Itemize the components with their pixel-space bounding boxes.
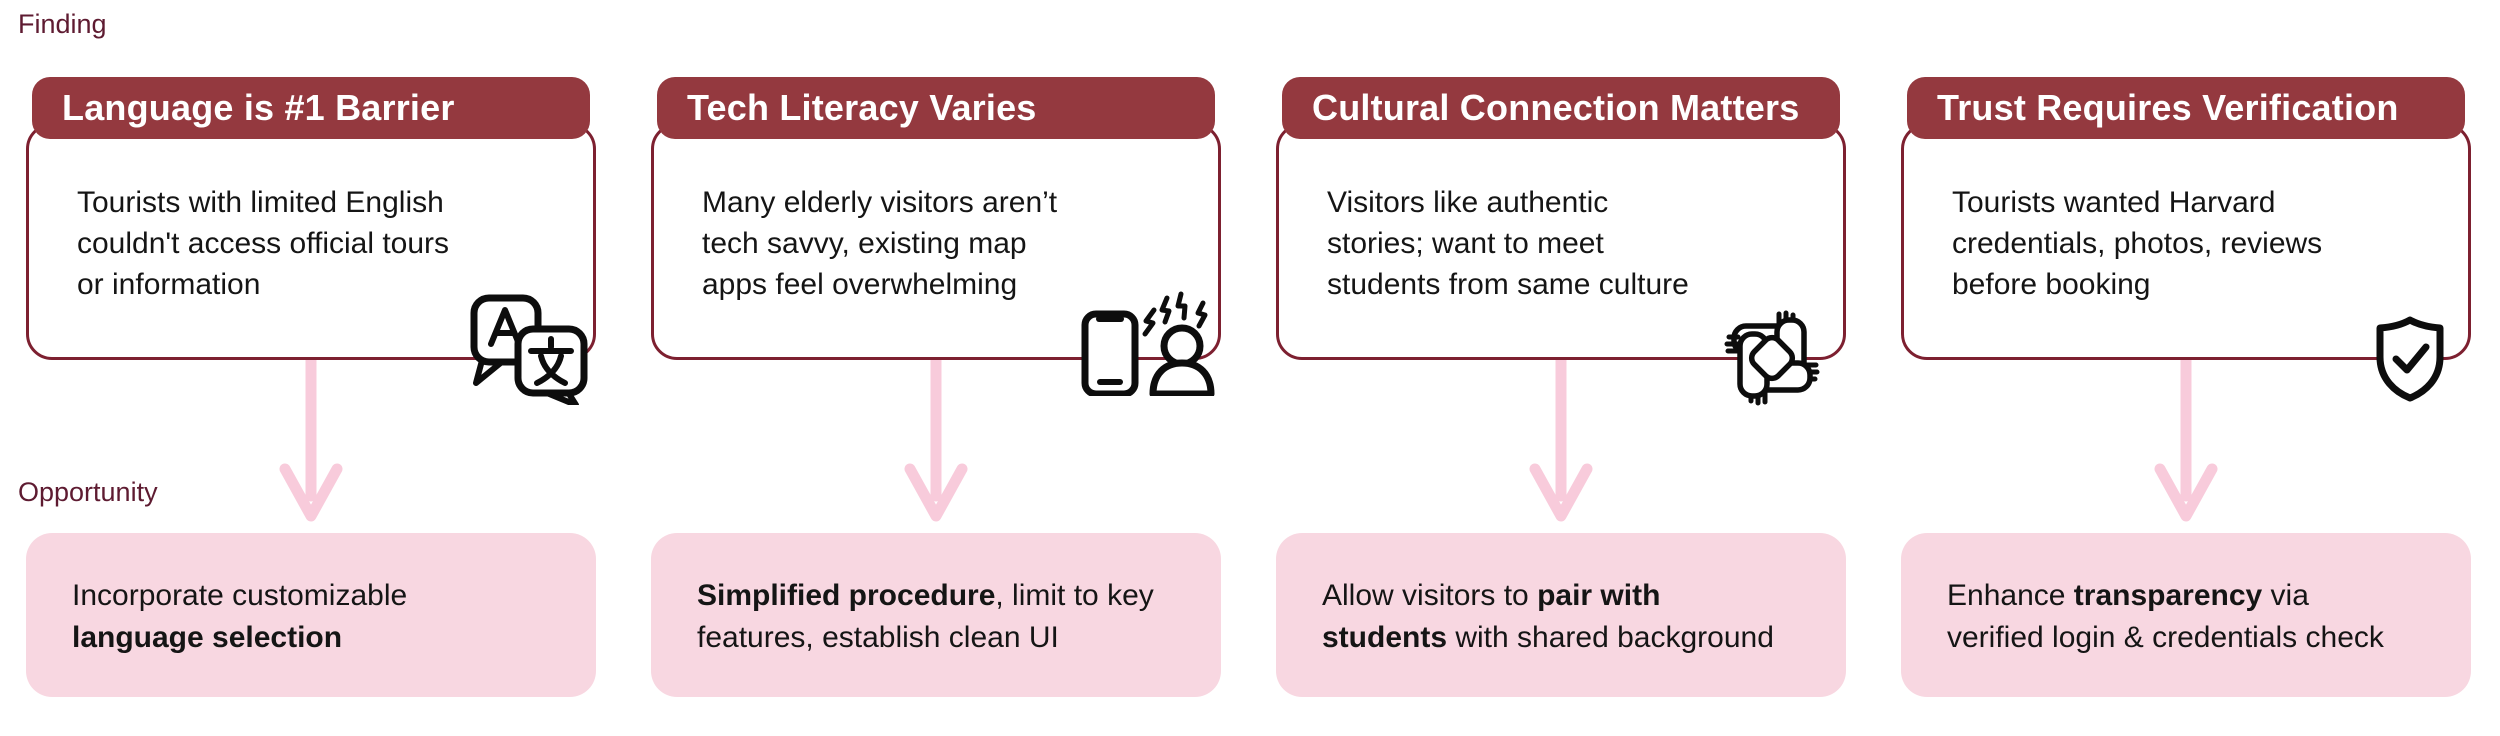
finding-card: Visitors like authentic stories; want to… [1276, 123, 1846, 360]
down-arrow [901, 350, 971, 530]
down-arrow [2151, 350, 2221, 530]
finding-title: Tech Literacy Varies [657, 77, 1215, 139]
finding-card: Tourists with limited English couldn't a… [26, 123, 596, 360]
finding-title: Cultural Connection Matters [1282, 77, 1840, 139]
confused-user-phone-icon [1077, 290, 1217, 396]
finding-title: Language is #1 Barrier [32, 77, 590, 139]
interlocked-hands-icon [1722, 308, 1822, 408]
column-language-barrier: Language is #1 Barrier Tourists with lim… [26, 77, 596, 697]
verified-shield-icon [2372, 315, 2448, 403]
column-trust-verification: Trust Requires Verification Tourists wan… [1901, 77, 2471, 697]
down-arrow [276, 350, 346, 530]
down-arrow [1526, 350, 1596, 530]
finding-row-label: Finding [18, 9, 107, 39]
opportunity-row-label: Opportunity [18, 477, 158, 507]
finding-title: Trust Requires Verification [1907, 77, 2465, 139]
column-cultural-connection: Cultural Connection Matters Visitors lik… [1276, 77, 1846, 697]
column-tech-literacy: Tech Literacy Varies Many elderly visito… [651, 77, 1221, 697]
translate-icon [468, 293, 590, 405]
